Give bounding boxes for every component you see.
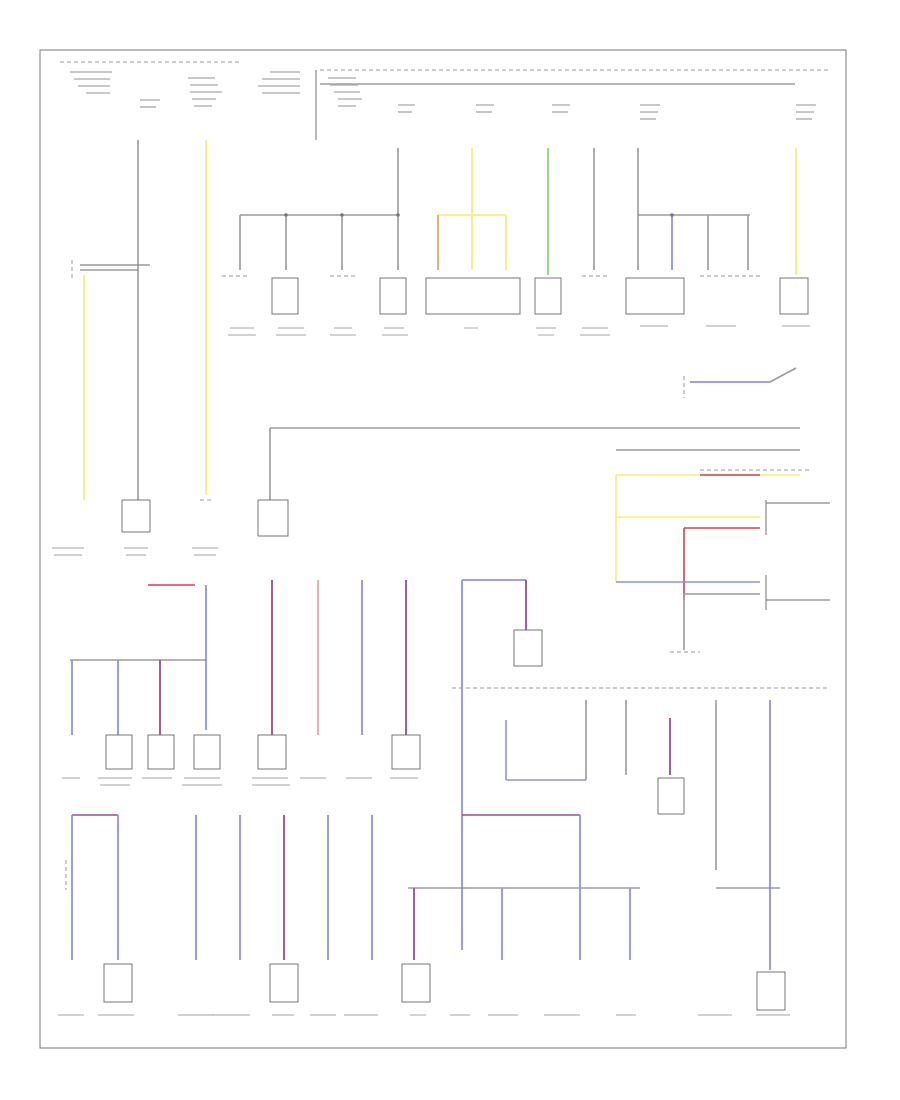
center-lower-group	[452, 579, 830, 1011]
diagram-frame	[39, 49, 847, 1049]
fuse-box-component	[121, 499, 151, 533]
component-box	[401, 963, 431, 1003]
component-box	[756, 971, 786, 1011]
component-label-fragments	[52, 325, 810, 1016]
component-box	[391, 734, 421, 770]
lower-left-group	[70, 580, 421, 770]
component-box	[257, 734, 287, 770]
header-labels	[70, 71, 816, 120]
component-box	[105, 734, 133, 770]
component-box	[513, 629, 543, 667]
left-power-feeds	[71, 140, 214, 533]
right-switch-circuit	[683, 367, 797, 398]
component-box	[269, 963, 299, 1003]
component-box	[625, 277, 685, 315]
component-box	[779, 277, 809, 315]
branch-distribution-row	[239, 148, 797, 275]
component-box	[257, 499, 289, 537]
component-box	[657, 777, 685, 815]
power-bus-top	[60, 61, 830, 140]
component-box	[193, 734, 221, 770]
component-box	[103, 963, 133, 1003]
bottom-row	[65, 814, 780, 1003]
component-box	[271, 277, 299, 315]
component-box	[534, 277, 562, 315]
top-component-row	[222, 275, 809, 315]
middle-bus	[257, 427, 830, 653]
component-box	[379, 277, 407, 315]
component-box	[147, 734, 175, 770]
component-box	[425, 277, 521, 315]
